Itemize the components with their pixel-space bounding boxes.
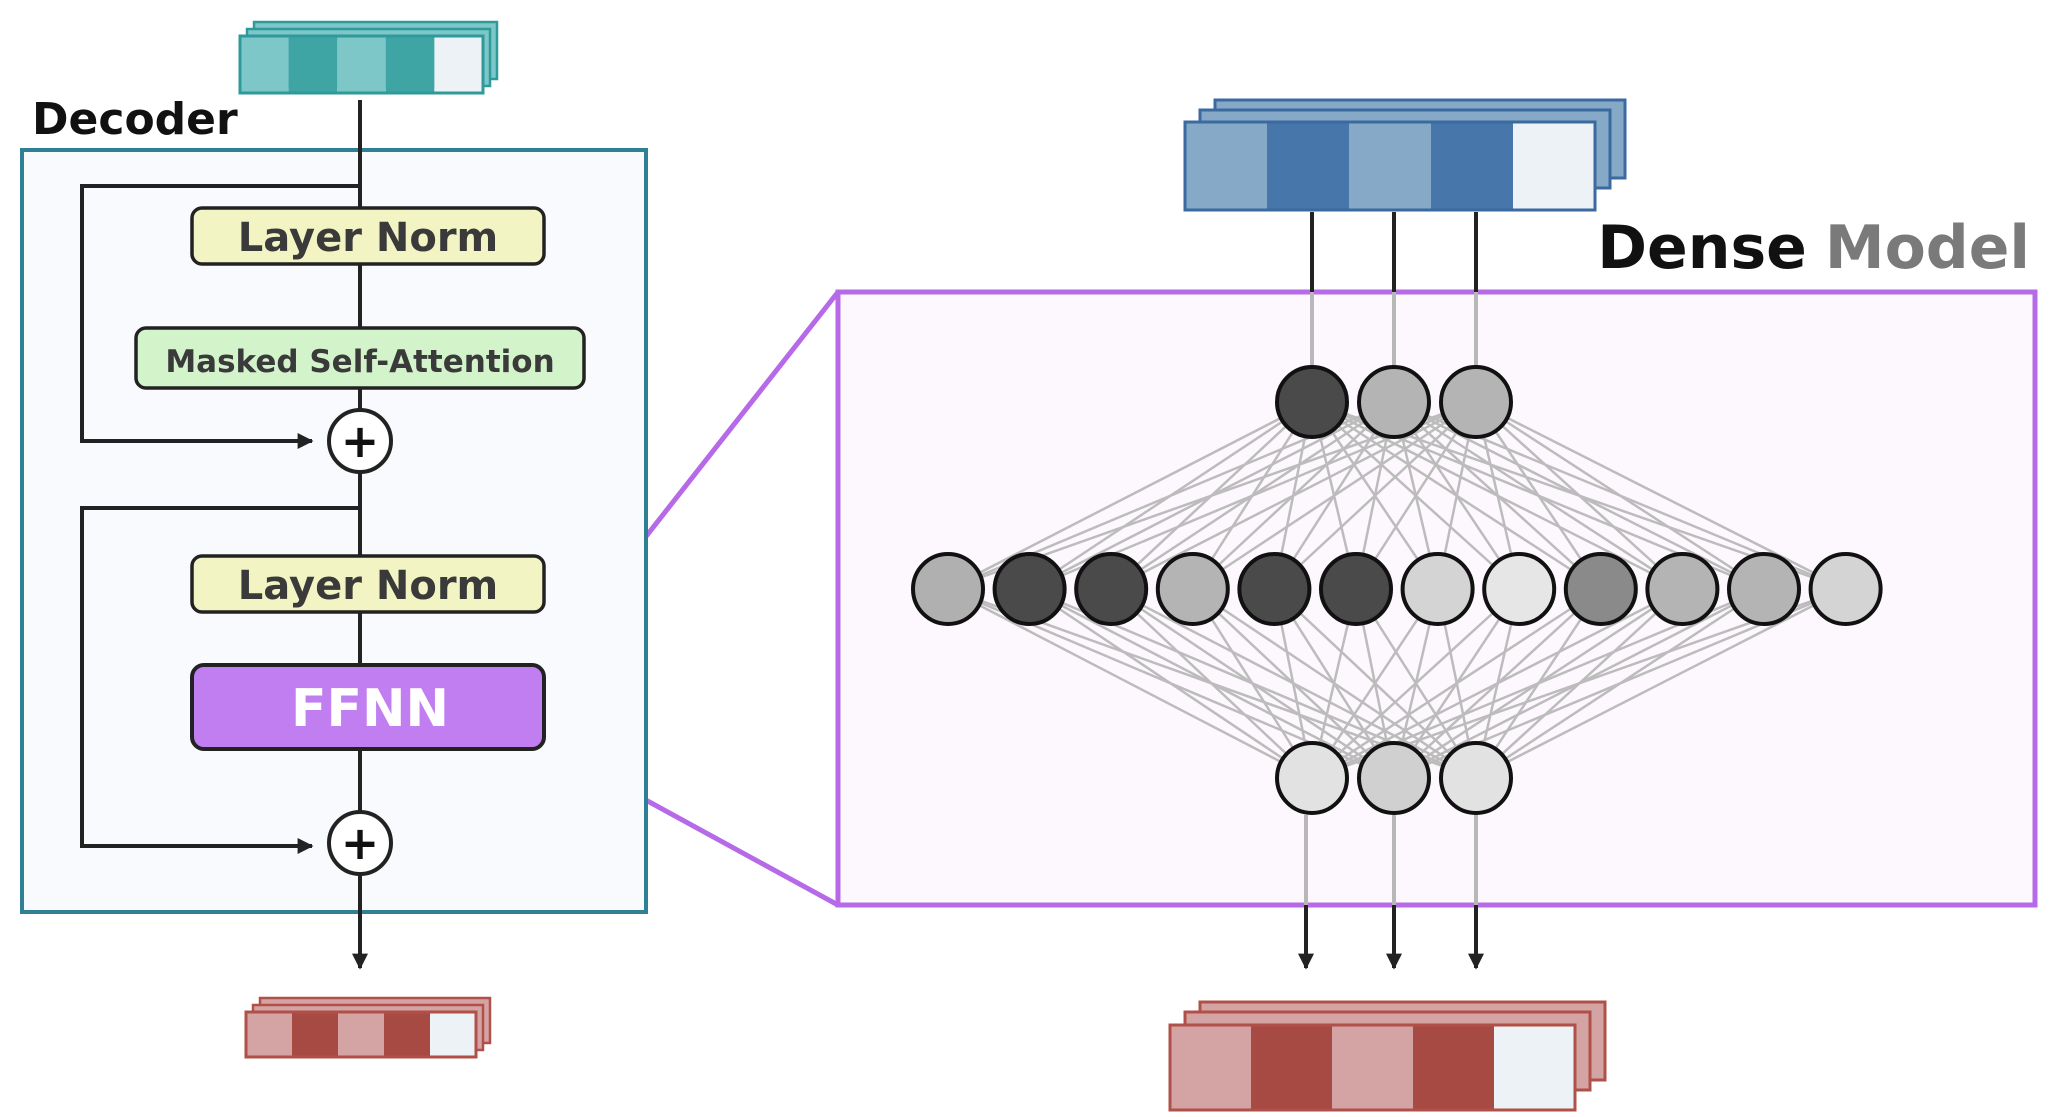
hidden-layer-neuron [992, 552, 1067, 626]
network-edge [947, 400, 1313, 591]
input-token-cell [434, 36, 483, 93]
hidden-layer-neuron [1237, 552, 1312, 626]
decoder-output-token-cell [430, 1012, 476, 1057]
input-token-border [238, 34, 485, 95]
dense-output-token-cell [1413, 1025, 1494, 1110]
layer-norm-2-box [190, 554, 546, 614]
dense-output-token-cell [1494, 1025, 1575, 1110]
network-edge [1475, 587, 1847, 780]
dense-output-token-cell [1251, 1025, 1332, 1110]
output-connectors [1298, 815, 1484, 970]
dense-input-token-border [1183, 120, 1597, 212]
model-word: Model [1825, 213, 2030, 283]
input-layer-neuron [1439, 365, 1513, 439]
input-token-cell [337, 36, 386, 93]
hidden-layer-neuron [1482, 552, 1557, 626]
network-edge [1310, 588, 1439, 779]
dense-output-token-cell [1170, 1025, 1251, 1110]
dense-word: Dense [1597, 213, 1807, 283]
decoder-output-stack [244, 996, 492, 1059]
network-edge [1110, 588, 1313, 779]
dense-input-token-cell [1513, 122, 1595, 210]
add-symbol-1: + [341, 414, 380, 468]
layer-norm-1-box [190, 206, 546, 266]
hidden-layer-neuron [1808, 552, 1883, 626]
masked-self-attention-box [134, 326, 586, 390]
network-edge [1475, 400, 1765, 591]
network-edge [1273, 401, 1477, 590]
network-edge [1475, 400, 1847, 591]
network-edge [1354, 401, 1478, 590]
dense-input-token-cell [1267, 122, 1349, 210]
add-symbol-2: + [341, 816, 380, 870]
dense-input-stack [1183, 98, 1627, 212]
network-edge [1191, 588, 1314, 779]
network-edge [1311, 588, 1521, 779]
output-layer-neuron [1357, 741, 1431, 815]
input-embedding-stack [238, 20, 499, 95]
network-edge [1475, 401, 1684, 590]
decoder-output-token-cell [292, 1012, 338, 1057]
dense-output-token-cell [1332, 1025, 1413, 1110]
hidden-layer-neuron [1155, 552, 1230, 626]
decoder-output-token-border [244, 1010, 478, 1059]
output-layer-neuron [1439, 741, 1513, 815]
network-edge [1110, 400, 1477, 591]
network-nodes [911, 365, 1883, 815]
decoder-output-token-cell [384, 1012, 430, 1057]
decoder-output-token-cell [246, 1012, 292, 1057]
masked-self-attention-label: Masked Self-Attention [165, 344, 554, 380]
dense-output-stack [1168, 1000, 1607, 1112]
dense-input-token-cell [1349, 122, 1431, 210]
hidden-layer-neuron [1400, 552, 1475, 626]
decoder-panel [20, 148, 648, 914]
dense-output-token-border [1168, 1023, 1577, 1112]
input-layer-neuron [1357, 365, 1431, 439]
input-token-cell [288, 36, 338, 93]
decoder-title: Decoder [32, 94, 238, 145]
layer-norm-1-label: Layer Norm [238, 215, 498, 261]
residual-connection-2 [80, 506, 360, 854]
network-edge [947, 587, 1313, 780]
input-connectors [1310, 212, 1478, 382]
ffnn-box [190, 663, 546, 751]
network-edge [1311, 587, 1683, 780]
dense-input-token-cell [1185, 122, 1267, 210]
ffnn-label: FFNN [291, 679, 449, 739]
decoder-output-token-cell [338, 1012, 384, 1057]
residual-connection-1 [80, 184, 360, 449]
hidden-layer-neuron [1563, 552, 1638, 626]
hidden-layer-neuron [1645, 552, 1720, 626]
dense-input-token-cell [1431, 122, 1513, 210]
hidden-layer-neuron [1319, 552, 1393, 626]
input-layer-neuron [1275, 365, 1349, 439]
dense-model-title: Dense Model [1597, 213, 2030, 283]
input-token-cell [240, 36, 289, 93]
add-node-1 [327, 408, 393, 474]
hidden-layer-neuron [911, 552, 985, 626]
output-layer-neuron [1275, 741, 1349, 815]
network-edge [1474, 401, 1602, 590]
network-edge [1311, 587, 1602, 780]
layer-norm-2-label: Layer Norm [238, 563, 498, 609]
input-token-cell [385, 36, 435, 93]
network-edge [1028, 587, 1313, 780]
hidden-layer-neuron [1727, 552, 1801, 626]
network-edge [1192, 400, 1477, 591]
add-node-2 [327, 810, 393, 876]
hidden-layer-neuron [1074, 552, 1149, 626]
